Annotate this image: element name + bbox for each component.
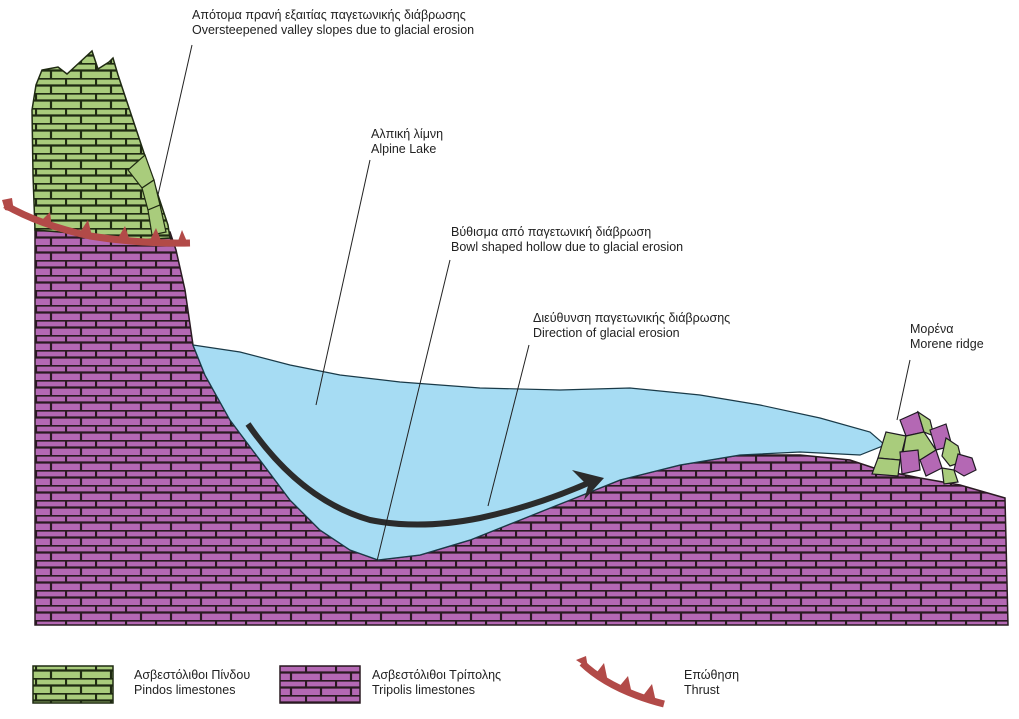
scree-blocks (127, 153, 167, 236)
label-bowl-hollow-greek: Βύθισμα από παγετωνική διάβρωση (451, 225, 652, 239)
label-oversteepened-slopes: Απότομα πρανή εξαιτίας παγετωνικής διάβρ… (192, 8, 474, 38)
legend-thrust-greek: Επώθηση (684, 668, 740, 682)
legend-item-tripolis: Ασβεστόλιθοι Τρίπολης Tripolis limestone… (372, 668, 501, 698)
label-moraine-greek: Μορένα (910, 322, 954, 336)
label-alpine-lake-english: Alpine Lake (371, 142, 437, 156)
thrust-line-icon (576, 656, 665, 708)
label-erosion-direction: Διεύθυνση παγετωνικής διάβρωσης Directio… (533, 311, 730, 341)
label-oversteepened-english: Oversteepened valley slopes due to glaci… (192, 23, 475, 37)
leader-moraine (896, 359, 911, 421)
leader-erosion-direction (487, 344, 530, 507)
legend-pindos-greek: Ασβεστόλιθοι Πίνδου (134, 668, 251, 682)
leader-bowl-hollow (376, 259, 451, 562)
label-alpine-lake-greek: Αλπική λίμνη (371, 127, 444, 141)
label-moraine-english: Morene ridge (910, 337, 984, 351)
alpine-lake (192, 344, 887, 561)
glacial-erosion-arrow (245, 422, 604, 528)
legend-pindos-english: Pindos limestones (134, 683, 236, 697)
leader-alpine-lake (315, 159, 371, 406)
legend-thrust-english: Thrust (684, 683, 720, 697)
label-bowl-hollow: Βύθισμα από παγετωνική διάβρωση Bowl sha… (451, 225, 683, 255)
legend-tripolis-english: Tripolis limestones (372, 683, 476, 697)
label-oversteepened-greek: Απότομα πρανή εξαιτίας παγετωνικής διάβρ… (192, 8, 466, 22)
legend-item-pindos: Ασβεστόλιθοι Πίνδου Pindos limestones (134, 668, 250, 698)
label-erosion-direction-english: Direction of glacial erosion (533, 326, 680, 340)
label-alpine-lake: Αλπική λίμνη Alpine Lake (371, 127, 443, 157)
moraine-blocks (871, 410, 977, 485)
leader-oversteepened (157, 44, 193, 196)
legend-tripolis-greek: Ασβεστόλιθοι Τρίπολης (372, 668, 502, 682)
tripolis-brick-swatch-icon (279, 665, 361, 704)
legend-item-thrust: Επώθηση Thrust (684, 668, 739, 698)
label-erosion-direction-greek: Διεύθυνση παγετωνικής διάβρωσης (533, 311, 731, 325)
leader-lines (157, 44, 911, 562)
label-moraine: Μορένα Morene ridge (910, 322, 984, 352)
legend-swatches (32, 656, 665, 708)
label-bowl-hollow-english: Bowl shaped hollow due to glacial erosio… (451, 240, 684, 254)
thrust-line (2, 198, 191, 247)
pindos-brick-swatch-icon (32, 665, 114, 704)
